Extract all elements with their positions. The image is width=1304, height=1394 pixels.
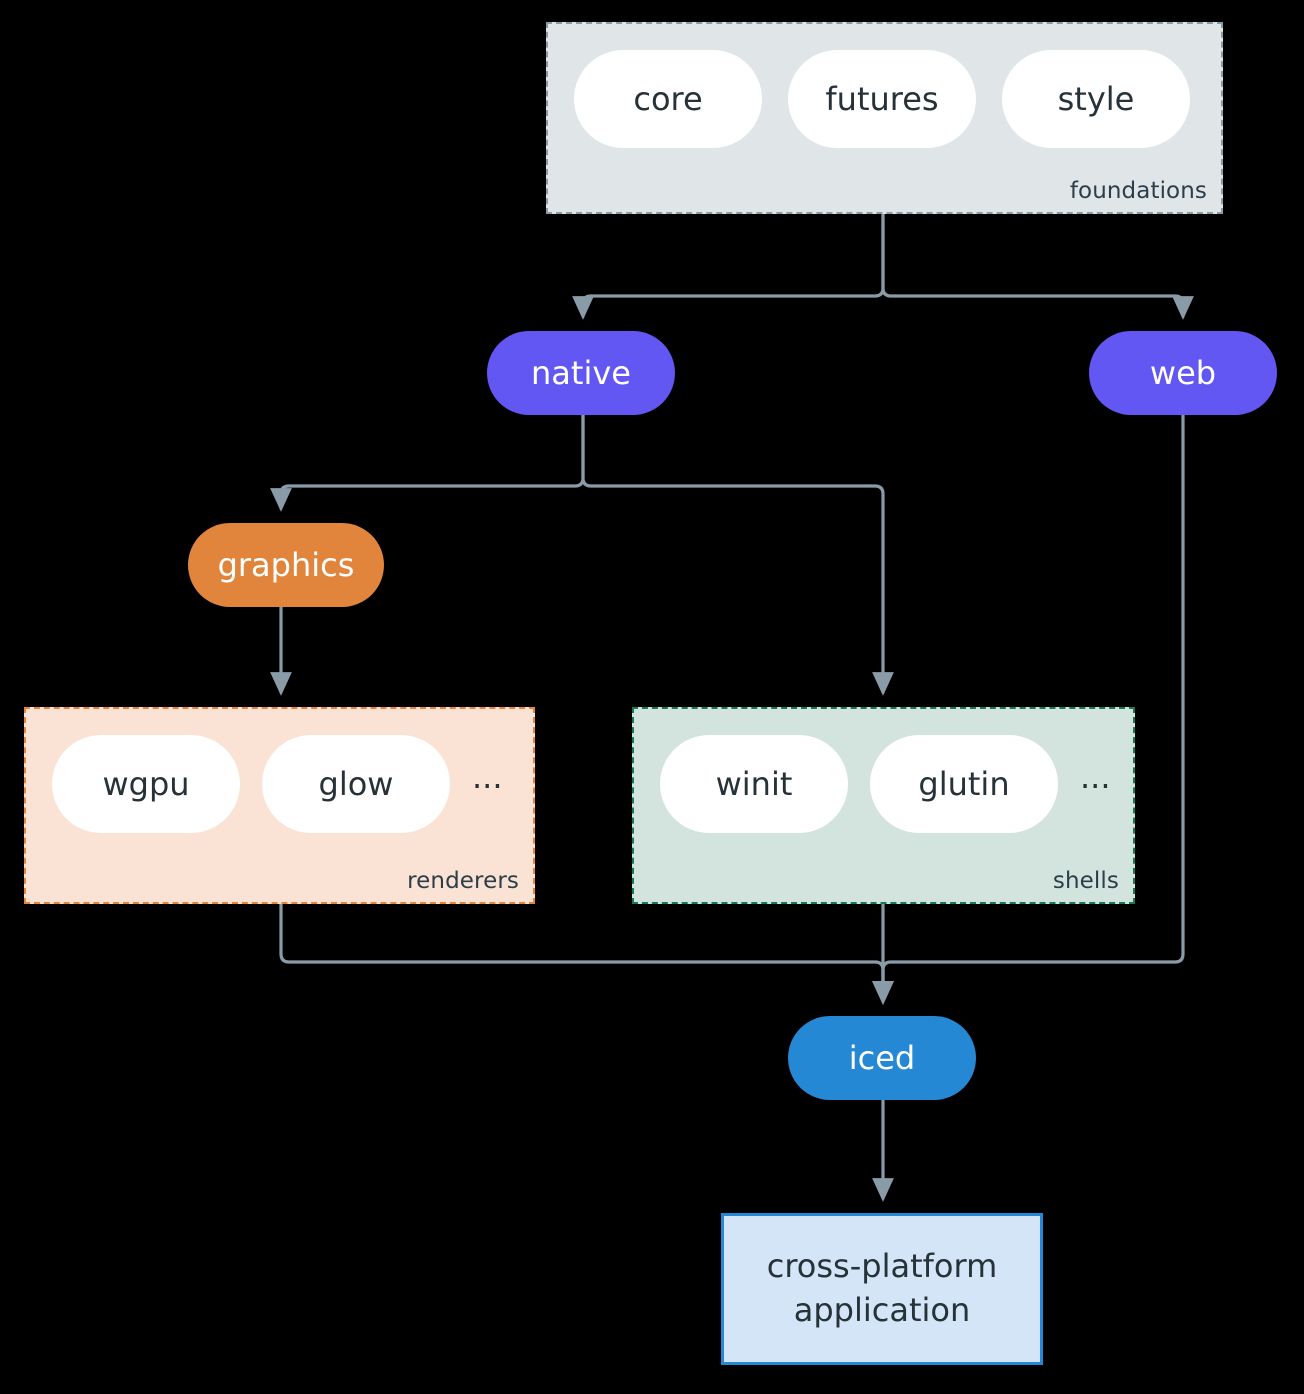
cluster-shells-items: winit glutin ...: [634, 735, 1159, 833]
node-futures[interactable]: futures: [788, 50, 976, 148]
edge-foundations-web: [881, 212, 1194, 320]
node-glow[interactable]: glow: [262, 735, 450, 833]
node-web[interactable]: web: [1089, 331, 1277, 415]
cluster-foundations-items: core futures style: [548, 50, 1247, 148]
application-label-line2: application: [793, 1291, 971, 1329]
edge-foundations-native: [572, 212, 885, 320]
node-core[interactable]: core: [574, 50, 762, 148]
cluster-shells-label: shells: [1052, 868, 1119, 894]
node-wgpu[interactable]: wgpu: [52, 735, 240, 833]
renderers-ellipsis: ...: [472, 758, 503, 796]
application-label-line1: cross-platform: [766, 1247, 998, 1286]
node-iced[interactable]: iced: [788, 1016, 976, 1100]
cluster-renderers: wgpu glow ... renderers: [24, 707, 535, 904]
edge-renderers-iced: [279, 902, 894, 1005]
shells-ellipsis: ...: [1080, 758, 1111, 796]
cluster-foundations-label: foundations: [1069, 178, 1207, 204]
cluster-renderers-label: renderers: [407, 868, 519, 894]
edge-native-graphics: [270, 413, 585, 512]
cluster-renderers-items: wgpu glow ...: [26, 735, 559, 833]
node-graphics[interactable]: graphics: [188, 523, 384, 607]
node-native[interactable]: native: [487, 331, 675, 415]
cluster-shells: winit glutin ... shells: [632, 707, 1135, 904]
edge-native-shells: [581, 413, 894, 696]
node-cross-platform-application[interactable]: cross-platform application: [721, 1213, 1043, 1365]
node-winit[interactable]: winit: [660, 735, 848, 833]
node-glutin[interactable]: glutin: [870, 735, 1058, 833]
cluster-foundations: core futures style foundations: [546, 22, 1223, 214]
node-style[interactable]: style: [1002, 50, 1190, 148]
